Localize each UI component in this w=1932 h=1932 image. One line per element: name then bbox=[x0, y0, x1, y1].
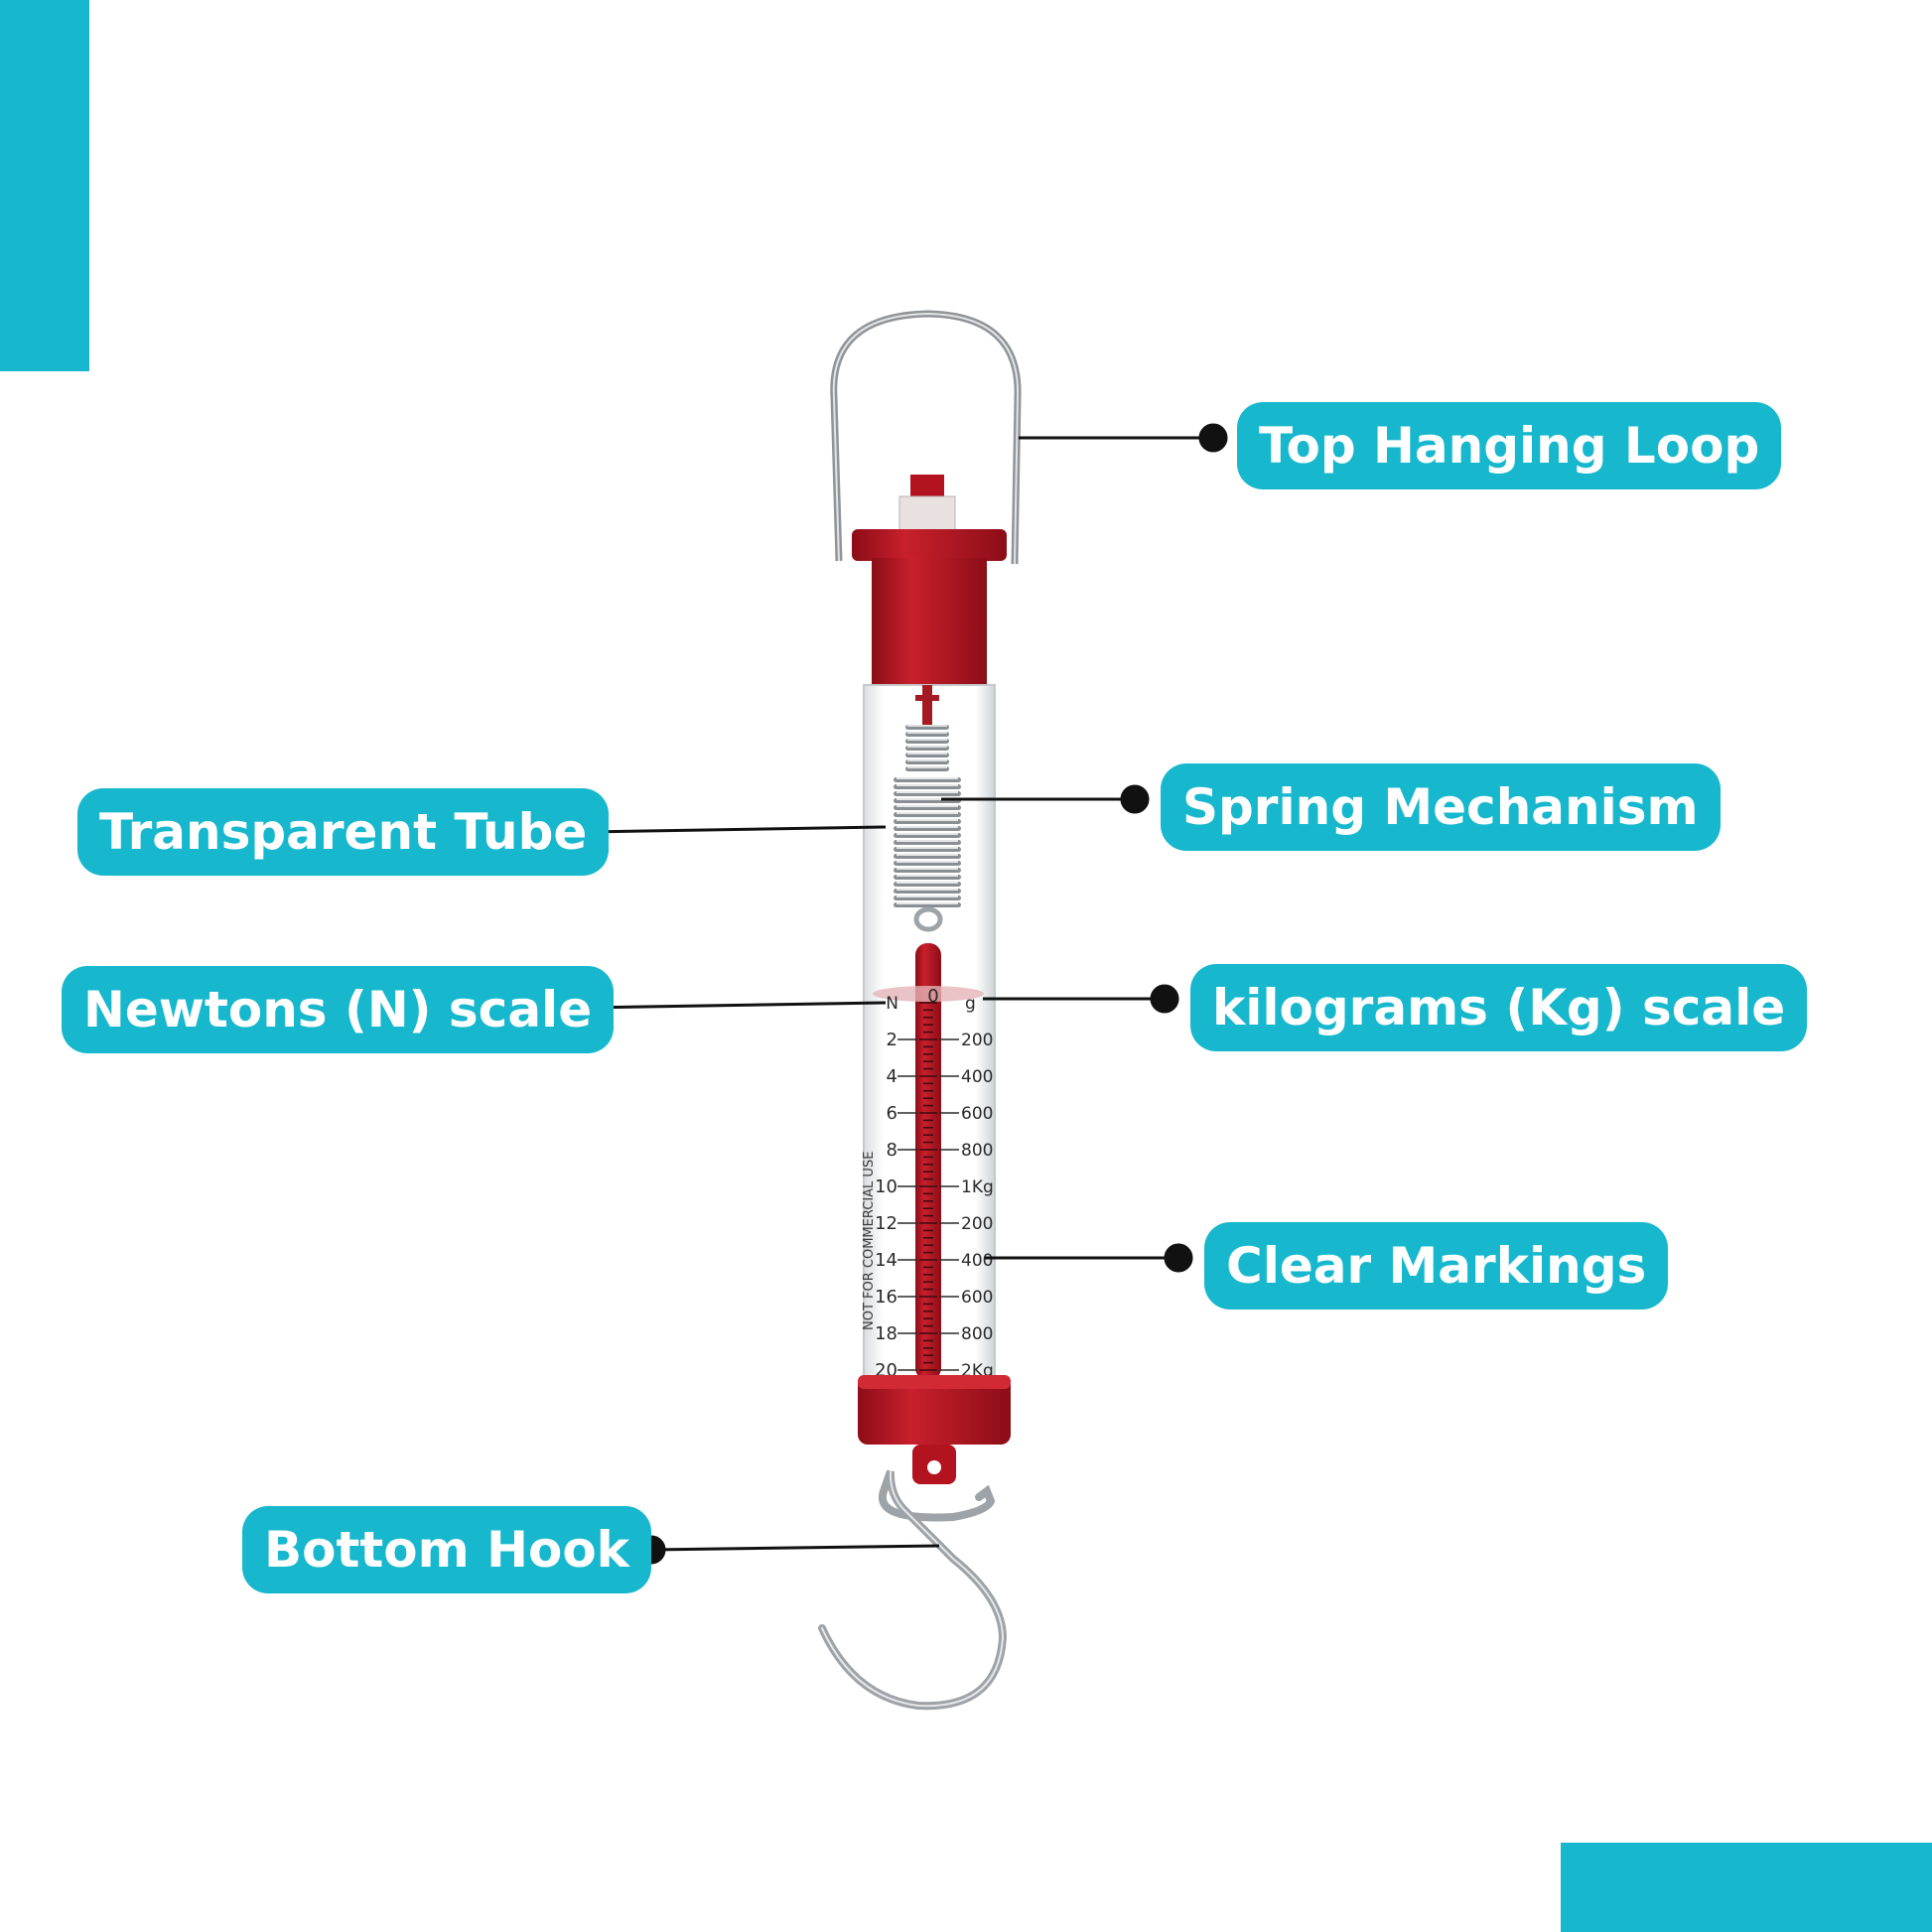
label-kilograms-scale: kilograms (Kg) scale bbox=[1190, 964, 1808, 1051]
scale-label-gram: 600 bbox=[961, 1104, 993, 1124]
spring-coil-highlight bbox=[897, 826, 958, 828]
leader-dot-spring bbox=[1120, 784, 1150, 814]
label-newtons-scale: Newtons (N) scale bbox=[62, 966, 615, 1053]
spring-coil-highlight bbox=[907, 759, 947, 761]
scale-label-gram: 800 bbox=[961, 1324, 993, 1344]
label-transparent-tube: Transparent Tube bbox=[77, 788, 610, 876]
scale-label-newton: 6 bbox=[887, 1103, 897, 1124]
label-bottom-hook: Bottom Hook bbox=[242, 1506, 651, 1593]
spring-coil-highlight bbox=[907, 725, 947, 727]
corner-accent-top-left bbox=[0, 0, 89, 371]
spring-coil-highlight bbox=[897, 840, 958, 842]
spring-coil-highlight bbox=[897, 798, 958, 800]
leader-newtons bbox=[585, 1001, 887, 1010]
spring-coil-highlight bbox=[897, 791, 958, 793]
scale-label-newton: 2 bbox=[887, 1030, 897, 1050]
scale-markings: N 0 g 2 200 4 400 6 600 8 800 10 1Kg 12 200 14 400 16 600 1… bbox=[862, 986, 994, 1381]
spring-coil-highlight bbox=[907, 739, 947, 741]
scale-label-newton: 18 bbox=[875, 1323, 897, 1344]
scale-label-gram: 600 bbox=[961, 1288, 993, 1308]
leader-tube bbox=[585, 825, 887, 834]
scale-label-newton: 8 bbox=[887, 1140, 897, 1161]
spring-coil-highlight bbox=[897, 896, 958, 897]
spring-coil-highlight bbox=[907, 732, 947, 734]
spring-coil-highlight bbox=[897, 847, 958, 849]
top-cap bbox=[852, 529, 1007, 561]
scale-label-gram: 400 bbox=[961, 1251, 993, 1271]
spring-coil-highlight bbox=[897, 861, 958, 863]
label-spring-mechanism: Spring Mechanism bbox=[1161, 763, 1721, 851]
scale-label-gram: 800 bbox=[961, 1141, 993, 1161]
spring-coil-highlight bbox=[897, 805, 958, 807]
scale-label-gram: 400 bbox=[961, 1067, 993, 1087]
leader-dot-kg bbox=[1150, 984, 1179, 1014]
scale-vertical-note: NOT FOR COMMERCIAL USE bbox=[862, 1152, 877, 1330]
label-top-hanging-loop: Top Hanging Loop bbox=[1237, 402, 1782, 489]
spring-coil-highlight bbox=[907, 746, 947, 748]
spring-coil bbox=[894, 725, 961, 907]
spring-coil-highlight bbox=[897, 882, 958, 884]
spring-coil-highlight bbox=[897, 902, 958, 904]
spring-coil-highlight bbox=[907, 753, 947, 755]
leader-dot-top-loop bbox=[1198, 423, 1228, 453]
spring-coil-highlight bbox=[897, 889, 958, 891]
scale-label-newton: 14 bbox=[875, 1250, 897, 1271]
spring-coil-highlight bbox=[897, 812, 958, 814]
spring-coil-highlight bbox=[897, 868, 958, 870]
scale-label-newton: 4 bbox=[887, 1066, 897, 1087]
scale-zero: 0 bbox=[927, 986, 938, 1007]
indicator-rod bbox=[915, 943, 941, 1380]
scale-label-newton: 16 bbox=[875, 1287, 897, 1308]
label-clear-markings: Clear Markings bbox=[1204, 1222, 1669, 1310]
scale-label-gram: 200 bbox=[961, 1214, 993, 1234]
leader-dot-markings bbox=[1164, 1243, 1193, 1273]
zero-indicator-disk bbox=[873, 986, 984, 1002]
leader-hook bbox=[650, 1544, 940, 1552]
spring-coil-highlight bbox=[897, 854, 958, 856]
scale-unit-g: g bbox=[965, 994, 976, 1014]
spring-coil-highlight bbox=[897, 777, 958, 779]
scale-label-gram: 1Kg bbox=[961, 1177, 994, 1197]
spring-coil-highlight bbox=[897, 833, 958, 835]
spring-coil-highlight bbox=[897, 784, 958, 786]
scale-label-newton: 12 bbox=[875, 1213, 897, 1234]
spring-coil-highlight bbox=[897, 819, 958, 821]
spring-coil-highlight bbox=[907, 766, 947, 768]
scale-label-newton: 10 bbox=[875, 1176, 897, 1197]
corner-accent-bottom-right bbox=[1561, 1843, 1932, 1932]
spring-coil-highlight bbox=[897, 875, 958, 877]
scale-unit-n: N bbox=[886, 994, 898, 1014]
bottom-cap bbox=[858, 1375, 1011, 1445]
scale-label-gram: 200 bbox=[961, 1031, 993, 1050]
